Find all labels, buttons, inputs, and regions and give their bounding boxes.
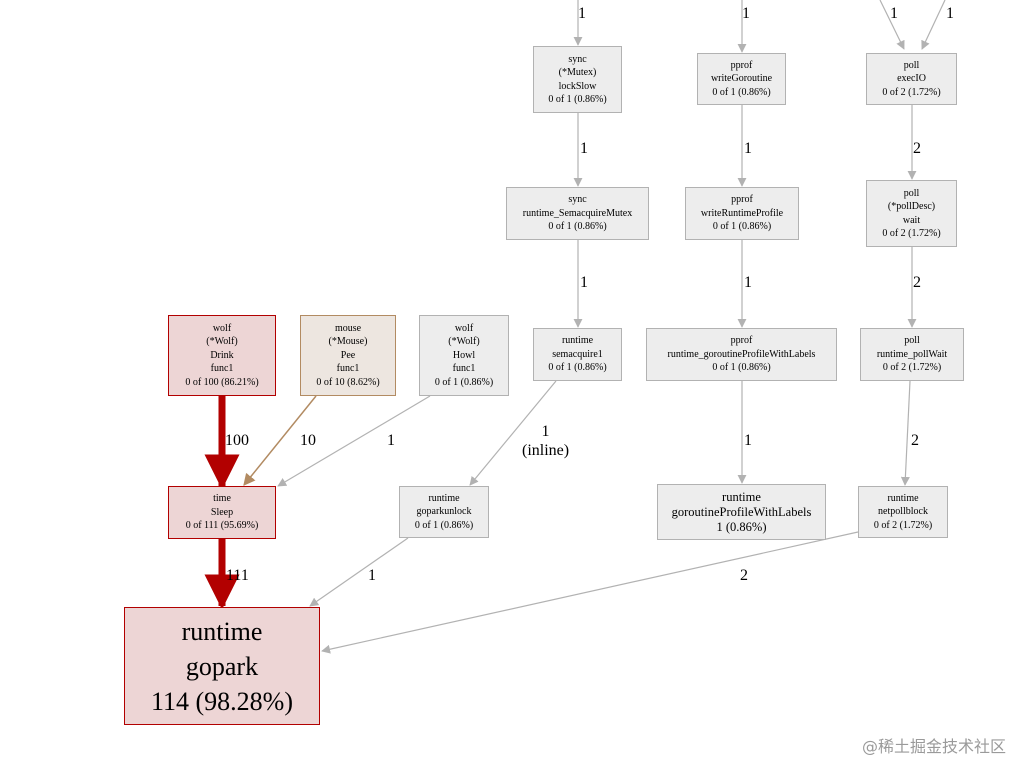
node-runtime-gopark[interactable]: runtime gopark 114 (98.28%) [124,607,320,725]
edge-label-pollwait: 2 [911,432,919,449]
node-runtime-semacquire1[interactable]: runtime semacquire1 0 of 1 (0.86%) [533,328,622,381]
edge-label-writegoroutine: 1 [744,140,752,157]
node-runtime-goparkunlock[interactable]: runtime goparkunlock 0 of 1 (0.86%) [399,486,489,538]
node-wolf-howl[interactable]: wolf (*Wolf) Howl func1 0 of 1 (0.86%) [419,315,509,396]
node-time-sleep[interactable]: time Sleep 0 of 111 (95.69%) [168,486,276,539]
node-poll-runtime-pollwait[interactable]: poll runtime_pollWait 0 of 2 (1.72%) [860,328,964,381]
edge-label-drink: 100 [225,432,249,449]
watermark: @稀土掘金技术社区 [861,737,1006,756]
edge-pollwait-netpollblock [900,380,911,486]
edge-goparkunlock-gopark [309,537,409,607]
edge-label-goroutineprofile: 1 [744,432,752,449]
node-poll-execio[interactable]: poll execIO 0 of 2 (1.72%) [866,53,957,105]
node-sync-semacquiremutex[interactable]: sync runtime_SemacquireMutex 0 of 1 (0.8… [506,187,649,240]
edge-semacquire1-goparkunlock [469,380,557,486]
edge-label-top-pprof: 1 [742,5,750,22]
edge-label-pee: 10 [300,432,316,449]
edge-label-top-poll-right: 1 [946,5,954,22]
edge-label-writeruntimeprofile: 1 [744,274,752,291]
node-mouse-pee[interactable]: mouse (*Mouse) Pee func1 0 of 10 (8.62%) [300,315,396,396]
edge-label-execio: 2 [913,140,921,157]
edge-label-goparkunlock: 1 [368,567,376,584]
node-runtime-goroutineprofilewithlabels[interactable]: runtime goroutineProfileWithLabels 1 (0.… [657,484,826,540]
edge-label-netpollblock: 2 [740,567,748,584]
node-poll-polldesc-wait[interactable]: poll (*pollDesc) wait 0 of 2 (1.72%) [866,180,957,247]
edge-label-howl: 1 [387,432,395,449]
edge-netpollblock-gopark [321,531,859,654]
edge-label-lockslow: 1 [580,140,588,157]
node-sync-lockslow[interactable]: sync (*Mutex) lockSlow 0 of 1 (0.86%) [533,46,622,113]
node-wolf-drink[interactable]: wolf (*Wolf) Drink func1 0 of 100 (86.21… [168,315,276,396]
edge-top-poll-left [879,0,905,50]
edge-top-poll-right [921,0,946,50]
edge-howl-sleep [277,395,431,487]
edge-label-semacquiremutex: 1 [580,274,588,291]
edge-label-semacquire1: 1 (inline) [522,423,570,459]
node-runtime-netpollblock[interactable]: runtime netpollblock 0 of 2 (1.72%) [858,486,948,538]
edge-label-top-poll-left: 1 [890,5,898,22]
node-pprof-writeruntimeprofile[interactable]: pprof writeRuntimeProfile 0 of 1 (0.86%) [685,187,799,240]
edge-pee-sleep [243,395,317,486]
node-pprof-writegoroutine[interactable]: pprof writeGoroutine 0 of 1 (0.86%) [697,53,786,105]
edge-label-sleep: 111 [226,567,249,584]
edge-label-polldesc: 2 [913,274,921,291]
node-pprof-goroutineprofilewithlabels[interactable]: pprof runtime_goroutineProfileWithLabels… [646,328,837,381]
edge-label-top-sync: 1 [578,5,586,22]
